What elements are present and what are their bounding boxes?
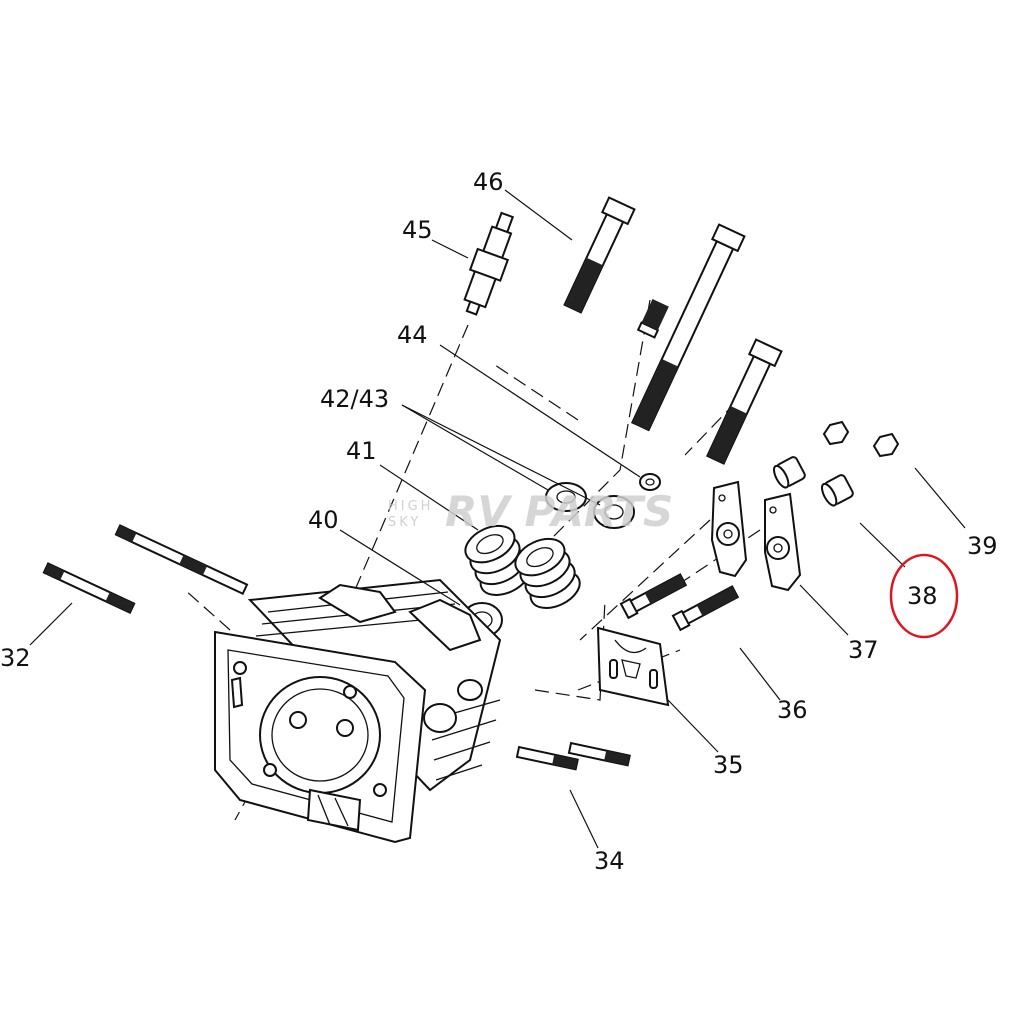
svg-text:RV PARTS: RV PARTS xyxy=(445,487,673,536)
label-40: 40 xyxy=(308,506,339,534)
head-bolt xyxy=(563,196,783,465)
highlight-circle xyxy=(889,553,959,639)
label-34: 34 xyxy=(594,847,625,875)
label-42-43: 42/43 xyxy=(320,385,389,413)
label-35: 35 xyxy=(713,751,744,779)
spark-plug xyxy=(463,211,515,316)
leader-lines xyxy=(29,189,966,849)
cylinder-head xyxy=(214,578,502,844)
label-45: 45 xyxy=(402,216,433,244)
label-36: 36 xyxy=(777,696,808,724)
rocker-nut xyxy=(822,420,900,458)
label-37: 37 xyxy=(848,636,879,664)
watermark-logo: HIGH SKY RV PARTS xyxy=(388,487,673,536)
label-46: 46 xyxy=(473,168,504,196)
label-44: 44 xyxy=(397,321,428,349)
rocker-stud xyxy=(619,573,740,632)
label-41: 41 xyxy=(346,437,377,465)
label-32: 32 xyxy=(0,644,31,672)
svg-text:HIGH: HIGH xyxy=(388,499,433,514)
svg-text:SKY: SKY xyxy=(388,515,421,530)
valve-stem-seal xyxy=(639,473,661,491)
rocker-arm xyxy=(710,480,802,592)
label-39: 39 xyxy=(967,532,998,560)
label-38: 38 xyxy=(907,582,938,610)
long-stud xyxy=(42,524,249,615)
rocker-pivot xyxy=(773,456,854,507)
valve-spring xyxy=(464,524,581,609)
part-labels: 46 45 44 42/43 41 40 32 34 35 36 37 38 3… xyxy=(0,168,998,875)
guide-plate xyxy=(596,626,670,707)
spring-retainer xyxy=(545,482,635,529)
short-stud xyxy=(515,741,631,771)
